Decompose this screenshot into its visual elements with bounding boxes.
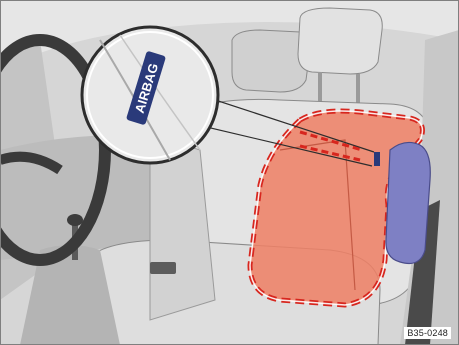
figure-code: B35-0248 <box>404 327 451 339</box>
outer-side-bolster <box>386 142 430 263</box>
gear-shifter-knob <box>67 214 83 226</box>
seat-airbag-tag <box>374 152 380 166</box>
front-headrest <box>298 8 382 74</box>
headrest-post-right <box>356 74 360 104</box>
headrest-post-left <box>318 72 322 102</box>
seatbelt-buckle <box>150 262 176 274</box>
